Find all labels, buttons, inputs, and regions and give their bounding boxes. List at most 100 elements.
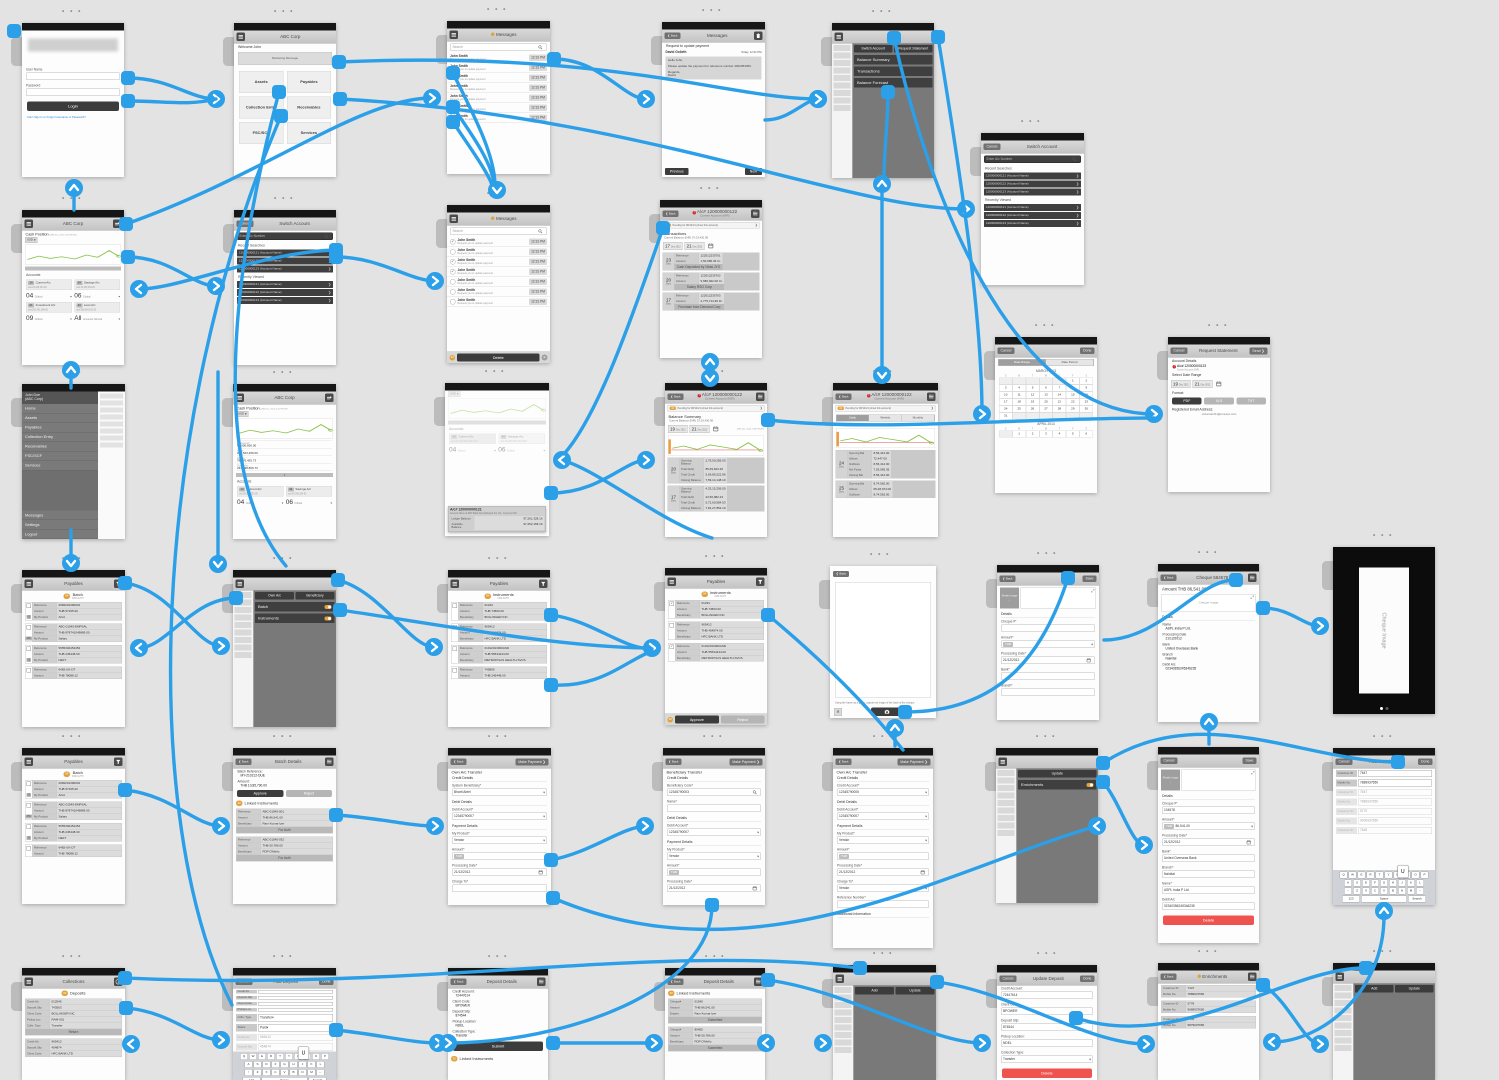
menu-item-transactions[interactable]: Transactions [854,66,933,76]
connector-arrow-r[interactable] [207,90,225,108]
submit-button[interactable]: Submit [453,1041,543,1051]
checkbox[interactable]: ✓ [450,259,456,265]
connector-arrow-r[interactable] [426,272,444,290]
cal-icon[interactable] [751,884,760,893]
txt-button[interactable]: TXT [1236,397,1266,405]
ham-icon[interactable] [24,757,33,766]
done-button[interactable]: Done [1080,975,1095,982]
field-input-pickup-location[interactable]: NDEL [1001,1039,1093,1047]
dot-inactive[interactable] [1385,707,1389,710]
screen-ellipsis[interactable]: • • • [273,368,294,376]
back-button[interactable]: ❮ Back [999,575,1016,582]
checkbox[interactable] [26,846,31,851]
delete-button[interactable]: Delete [457,353,540,362]
ham-icon[interactable] [998,757,1007,766]
own-a-c-button[interactable]: Own A/c [255,592,294,600]
field-input-bank[interactable]: United Overseas Bank [1162,854,1255,862]
key-g[interactable]: G [1380,879,1388,887]
connector-arrow-l[interactable] [130,639,148,657]
info-icon[interactable] [114,977,123,986]
field-input-reference-number[interactable] [837,900,929,908]
checkbox[interactable] [26,824,31,829]
cancel-button[interactable]: Cancel [1170,347,1188,354]
field-input-credit-a-c[interactable]: 965412 [258,1033,333,1041]
menu-item-instruments[interactable]: Instruments [255,613,335,623]
day-27[interactable]: 27 [1039,405,1053,413]
key-n[interactable]: N [1398,887,1406,895]
day-28[interactable]: 28 [1052,405,1067,413]
day-2[interactable]: 2 [1079,377,1093,385]
cal-icon[interactable] [537,868,546,877]
account-row[interactable]: 120000000123 (Account Name)❯ [984,220,1081,227]
connector-arrow-r[interactable] [645,1034,663,1052]
checkbox[interactable]: ✓ [450,239,456,245]
day-6[interactable]: 6 [1079,430,1093,438]
field-input-amount[interactable]: THB▾ [1001,640,1095,648]
retake-image-button[interactable]: Retake Image← [1161,769,1180,791]
day-10[interactable]: 10 [999,391,1013,399]
connector-arrow-r[interactable] [1311,1035,1329,1053]
day-1[interactable]: 1 [1066,377,1080,385]
trash-icon[interactable] [754,31,763,40]
connector-arrow-r[interactable] [429,1034,447,1052]
account-row[interactable]: 120000000123 (Account Name)❯ [237,265,333,273]
screen-ellipsis[interactable]: • • • [705,552,726,560]
update-button[interactable]: Update [1395,985,1434,993]
connector-arrow-r[interactable] [1145,405,1163,423]
dot-active[interactable] [1379,707,1383,710]
account-row[interactable]: 120000000123 (Account Name)❯ [984,188,1081,196]
field-input-debit-a-c[interactable]: 02340356245346235 [1162,902,1255,910]
connector-arrow-l[interactable] [1263,1033,1281,1051]
menu-item-settings[interactable]: Settings [22,520,99,530]
return-button[interactable]: Return [25,1029,122,1035]
ham-icon[interactable] [1335,972,1344,981]
update-button[interactable]: Update [1018,770,1097,778]
close-icon[interactable]: ✕ [541,354,548,361]
day-17[interactable]: 17 [999,398,1013,406]
screen-ellipsis[interactable]: • • • [702,6,723,14]
day-2[interactable]: 2 [1025,430,1040,438]
field-input-charge-to[interactable]: Vendor▾ [837,884,929,892]
chevron-down-icon[interactable]: ▾ [281,502,284,505]
field-input-credit-account[interactable]: 72447614 [1001,991,1093,999]
connector-arrow-r[interactable] [957,200,975,218]
cancel-button[interactable]: Cancel [236,220,254,227]
chevron-down-icon[interactable]: ▾ [1089,1057,1091,1062]
make-payment-button[interactable]: Make Payment ❯ [515,758,549,766]
key-p[interactable]: P [1420,871,1429,879]
chevron-down-icon[interactable]: ▾ [757,854,759,859]
menu-item-balance-forecast[interactable]: Balance Forecast [854,78,933,88]
back-button[interactable]: ❮ Back [1160,973,1177,980]
done-button[interactable]: Done [319,978,334,985]
toggle-on[interactable] [324,616,332,621]
screen-ellipsis[interactable]: • • • [485,367,506,375]
menu-item-batch[interactable]: Batch [255,602,335,612]
key-f[interactable]: F [1371,879,1379,887]
search-icon[interactable] [322,232,331,241]
search-input[interactable]: Search [450,227,547,235]
menu-item-payables[interactable]: Payables [22,422,99,433]
field-input-debit-account[interactable]: 12345790007▾ [837,812,929,820]
connector-arrow-r[interactable] [207,277,225,295]
screen-ellipsis[interactable]: • • • [700,184,721,192]
key-y[interactable]: Y [285,1053,293,1060]
for-auth-button[interactable]: For Auth [236,855,333,861]
chevron-down-icon[interactable]: ▾ [543,814,545,819]
chevron-down-icon[interactable]: ▾ [118,295,120,299]
key-m[interactable]: M [1407,887,1415,895]
list-icon[interactable] [751,209,760,218]
cheque-thumbnail[interactable] [1020,587,1096,609]
cancel-button[interactable]: Cancel [999,975,1017,982]
connector-arrow-r[interactable] [212,637,230,655]
filter-icon[interactable] [756,577,765,586]
key-l[interactable]: L [316,1061,325,1068]
field-input-mobile-no[interactable]: 9009937650 [1358,817,1432,825]
